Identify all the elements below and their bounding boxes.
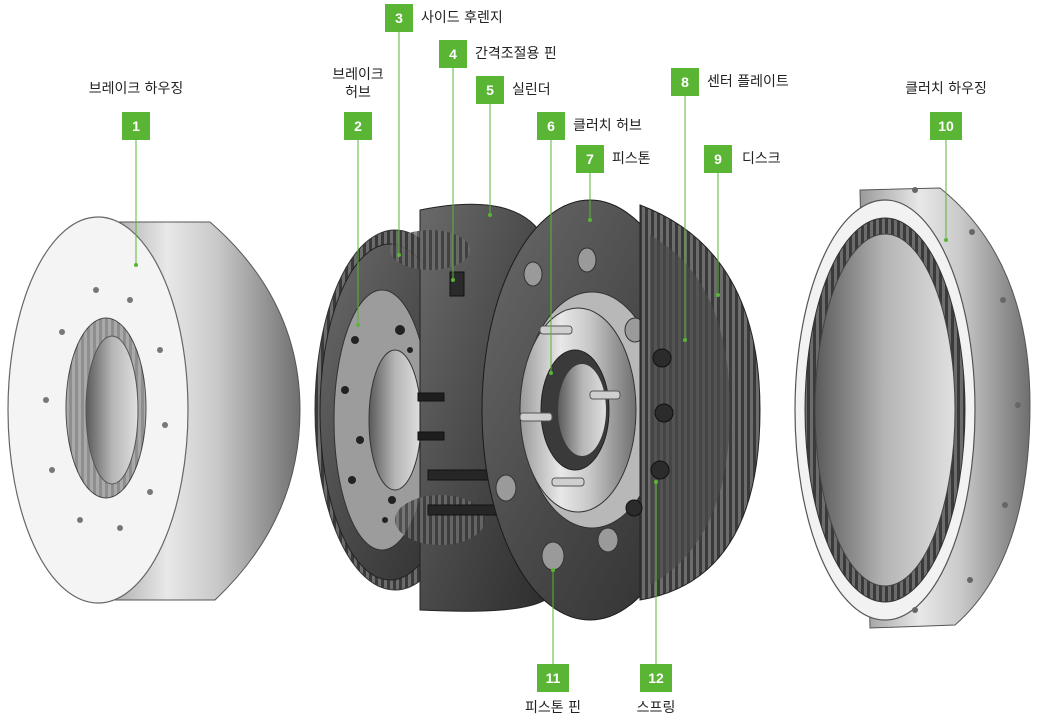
label-piston: 피스톤 (612, 151, 651, 167)
label-piston-pin: 피스톤 핀 (525, 700, 581, 716)
badge-7: 7 (576, 145, 604, 173)
clutch-housing-drawing (794, 187, 1031, 629)
label-spring: 스프링 (636, 700, 676, 716)
label-brake-hub-line1: 브레이크 (332, 67, 384, 83)
label-brake-hub: 브레이크 허브 (332, 66, 384, 102)
label-clutch-housing: 클러치 하우징 (905, 81, 987, 97)
badge-2: 2 (344, 112, 372, 140)
label-cylinder: 실린더 (512, 82, 551, 98)
label-disc: 디스크 (742, 151, 781, 167)
label-clutch-hub: 클러치 허브 (573, 118, 642, 134)
badge-1: 1 (122, 112, 150, 140)
badge-4: 4 (439, 40, 467, 68)
label-brake-hub-line2: 허브 (345, 85, 371, 101)
brake-housing-drawing (7, 216, 301, 604)
badge-3: 3 (385, 4, 413, 32)
badge-9: 9 (704, 145, 732, 173)
label-side-flange: 사이드 후렌지 (421, 10, 503, 26)
badge-11: 11 (537, 664, 569, 692)
badge-10: 10 (930, 112, 962, 140)
label-adjusting-pin: 간격조절용 핀 (475, 46, 557, 62)
label-center-plate: 센터 플레이트 (707, 74, 789, 90)
leader-lines (135, 30, 947, 664)
disc-drawing (625, 204, 761, 601)
badge-8: 8 (671, 68, 699, 96)
badge-12: 12 (640, 664, 672, 692)
badge-6: 6 (537, 112, 565, 140)
leader-dots (134, 213, 948, 572)
badge-5: 5 (476, 76, 504, 104)
label-brake-housing: 브레이크 하우징 (88, 81, 184, 97)
